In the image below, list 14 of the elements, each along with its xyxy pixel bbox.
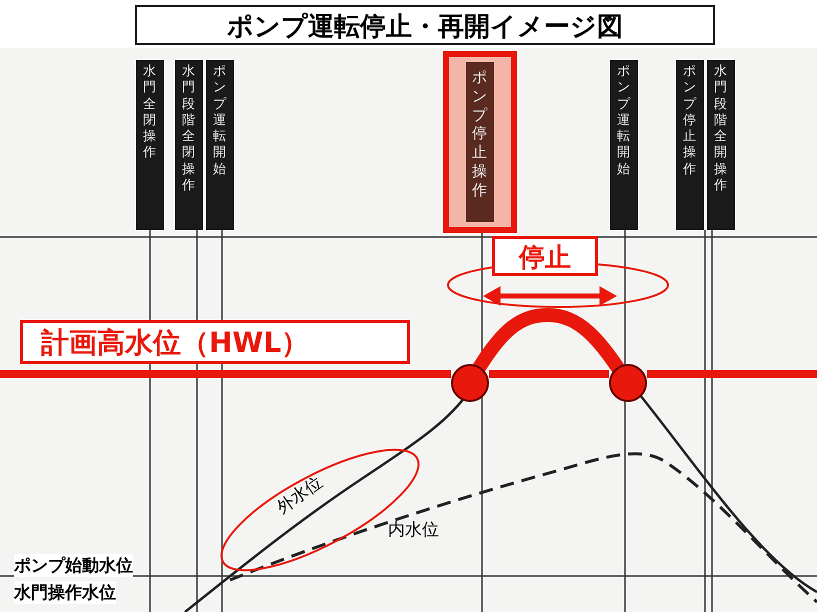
- callout-label: 停止: [492, 236, 598, 276]
- level-label: ポンプ始動水位: [14, 554, 133, 577]
- callout-label: 計画高水位（HWL）: [20, 320, 410, 364]
- vertical-label: ポンプ停止操作: [466, 62, 494, 222]
- curve-label: 外水位: [272, 471, 327, 519]
- vertical-label: 水門段階全閉操作: [175, 60, 203, 230]
- vertical-label: ポンプ運転開始: [206, 60, 234, 230]
- vertical-label: ポンプ運転開始: [610, 60, 638, 230]
- vertical-label: ポンプ停止操作: [676, 60, 704, 230]
- curve-label: 内水位: [388, 519, 439, 541]
- vertical-label: 水門全閉操作: [136, 60, 164, 230]
- title: ポンプ運転停止・再開イメージ図: [135, 5, 715, 45]
- level-label: 水門操作水位: [14, 581, 116, 604]
- vertical-label: 水門段階全開操作: [707, 60, 735, 230]
